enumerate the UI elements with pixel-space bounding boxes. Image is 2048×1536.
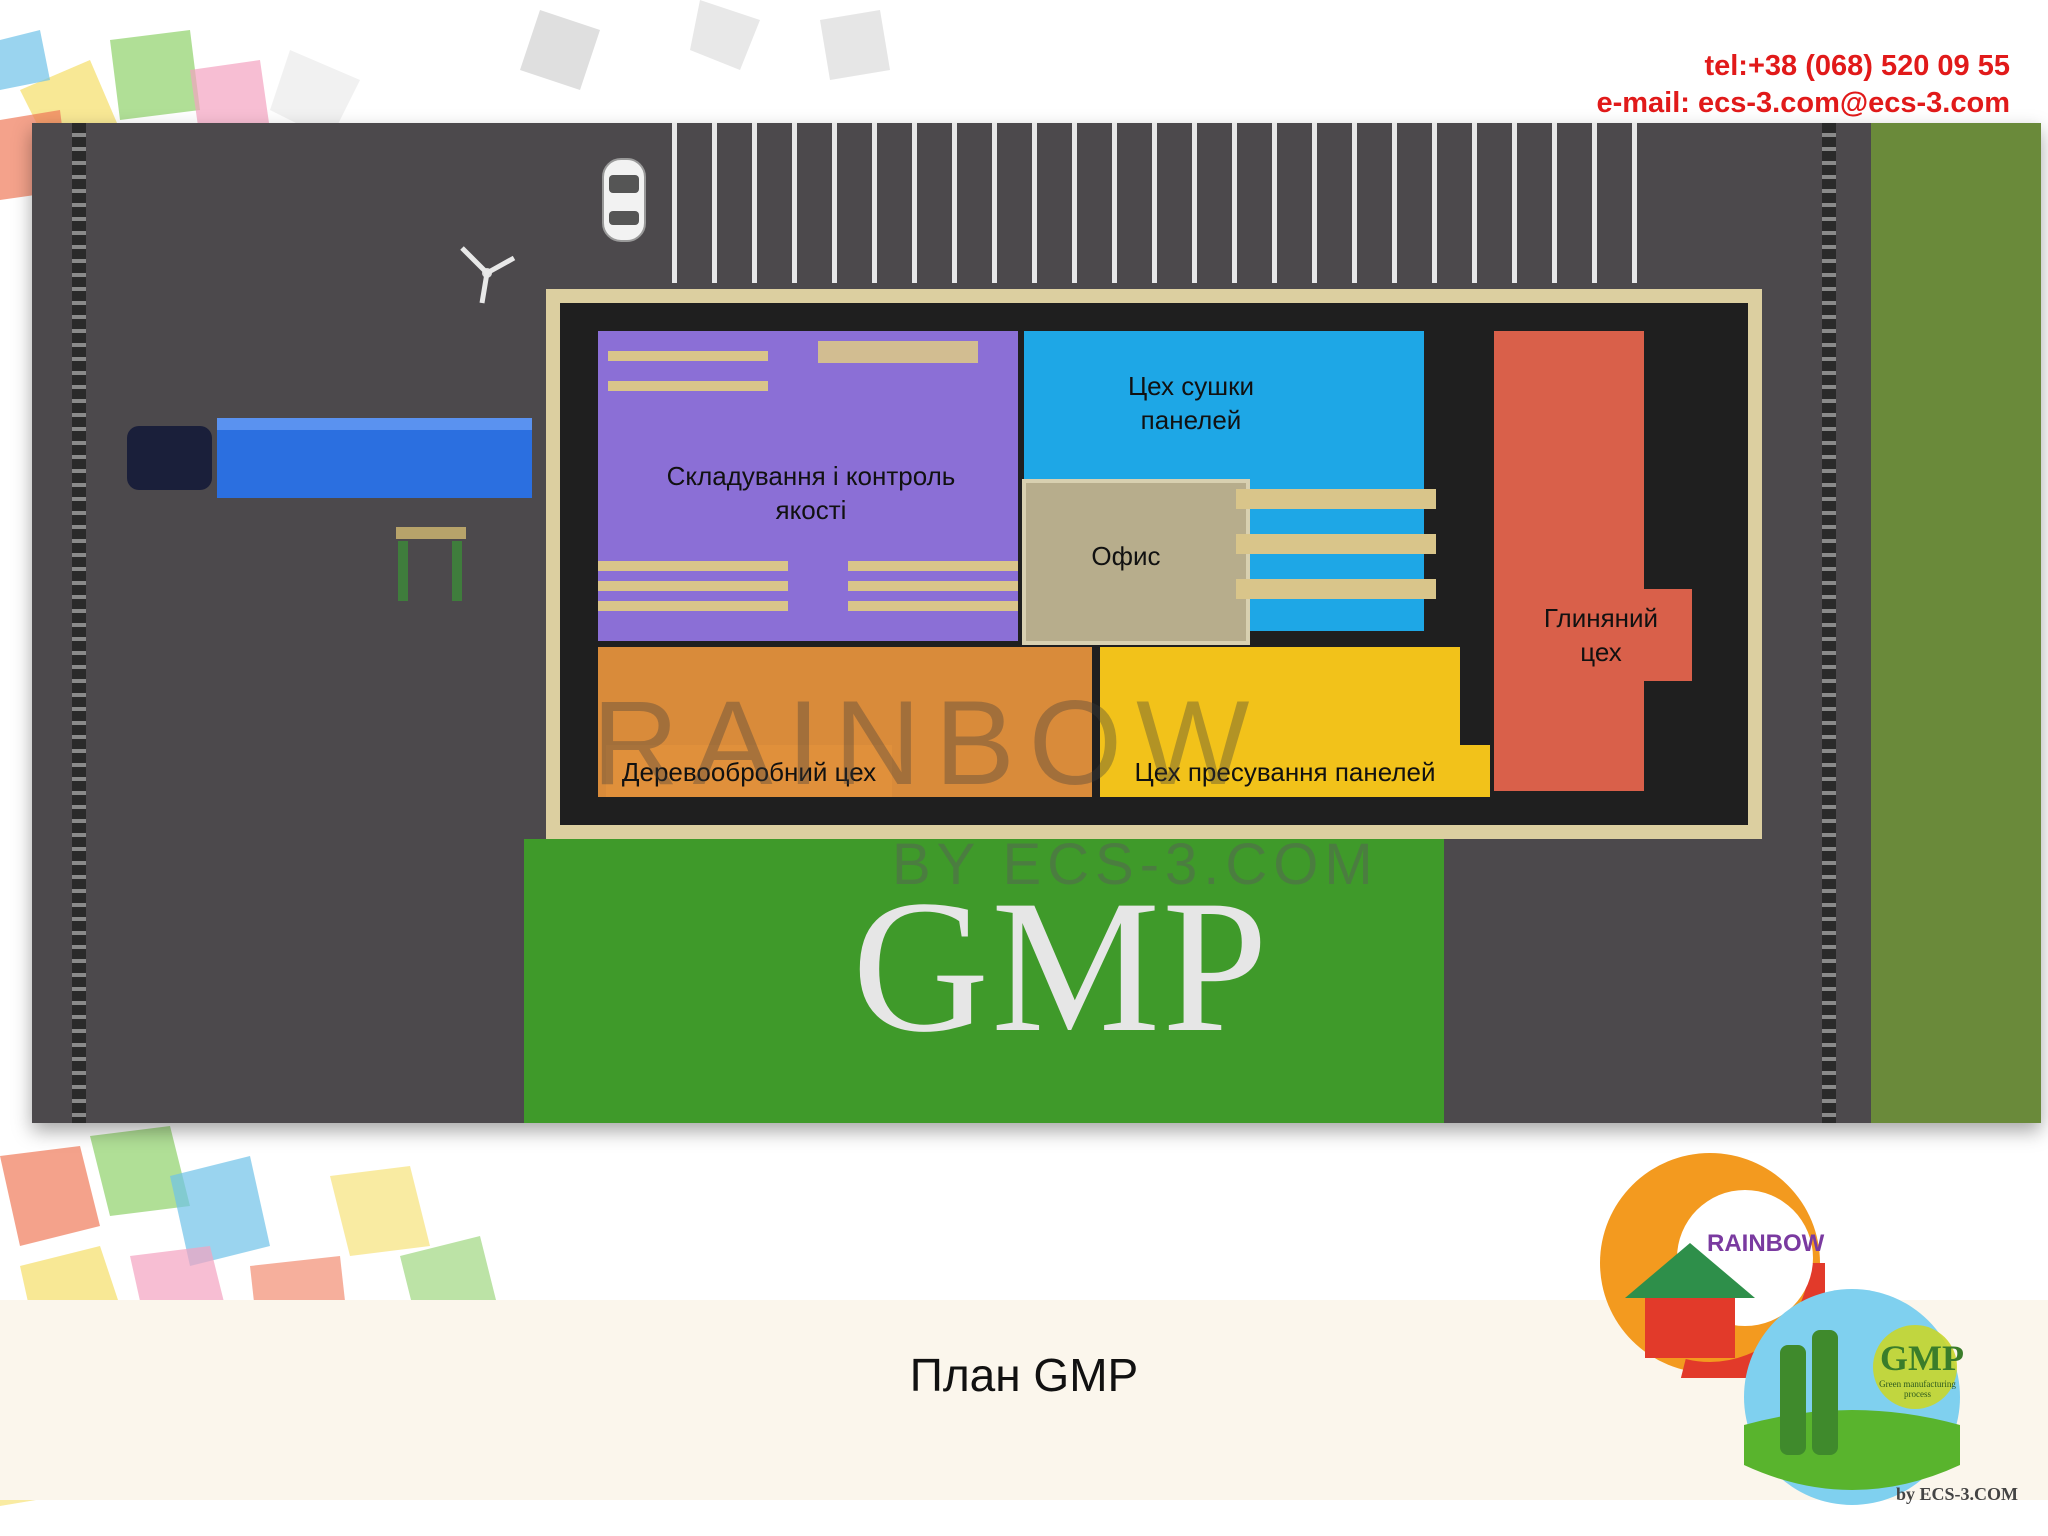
parking-line: [1072, 123, 1077, 283]
gmp-logo-text: GMP: [1880, 1338, 1964, 1378]
fence-left: [72, 123, 86, 1123]
parking-line: [1192, 123, 1197, 283]
room-clay-label-bg: [1506, 589, 1692, 681]
slide-caption: План GMP: [909, 1349, 1139, 1401]
watermark-text: RAINBOW: [592, 676, 1264, 810]
gmp-logo-subtext: Green manufacturing process: [1879, 1379, 1956, 1399]
room-woodworking-label-bg: [606, 745, 892, 797]
parking-line: [672, 123, 677, 283]
phone-text: tel:+38 (068) 520 09 55: [1704, 50, 2010, 82]
parking-line: [1592, 123, 1597, 283]
gmp-lawn-text: GMP: [852, 862, 1270, 1072]
rainbow-logo-graphic: [1589, 1142, 1831, 1384]
parking-line: [952, 123, 957, 283]
car-icon: [602, 158, 646, 242]
parking-line: [792, 123, 797, 283]
room-label-clay: Глиняний цех: [1543, 603, 1659, 667]
parking-line: [832, 123, 837, 283]
room-office: [1022, 479, 1250, 645]
parking-line: [1472, 123, 1477, 283]
parking-line: [1272, 123, 1277, 283]
email-text: e-mail: ecs-3.com@ecs-3.com: [1596, 87, 2010, 119]
parking-line: [1032, 123, 1037, 283]
parking-line: [1432, 123, 1437, 283]
parking-line: [872, 123, 877, 283]
room-label-pressing: Цех пресування панелей: [1134, 757, 1436, 787]
gmp-logo-graphic: [1744, 1289, 1960, 1505]
room-label-drying: Цех сушки панелей: [1127, 371, 1255, 435]
rainbow-logo: RAINBOW: [1589, 1142, 1831, 1384]
contact-info: tel:+38 (068) 520 09 55 e-mail: ecs-3.co…: [1596, 48, 2010, 122]
shelving-detail: [598, 341, 1018, 611]
decorative-shapes-top: [0, 0, 890, 200]
room-clay: [1494, 331, 1644, 791]
watermark-sub-text: BY ECS-3.COM: [892, 832, 1379, 897]
equipment-icon: [396, 527, 466, 601]
room-pressing-label-bg: [1100, 745, 1490, 797]
truck-icon: [127, 418, 532, 498]
parking-line: [1112, 123, 1117, 283]
parking-line: [1152, 123, 1157, 283]
parking-line: [992, 123, 997, 283]
rainbow-logo-text: RAINBOW: [1707, 1230, 1825, 1257]
drying-racks-detail: [1236, 489, 1436, 599]
parking-line: [1352, 123, 1357, 283]
wind-turbine-icon: [460, 246, 516, 304]
parking-line: [1392, 123, 1397, 283]
factory-plan-image: Складування і контроль якості Цех сушки …: [32, 123, 2041, 1123]
parking-line: [712, 123, 717, 283]
ecs-byline: by ECS-3.COM: [1896, 1484, 2019, 1504]
parking-line: [912, 123, 917, 283]
parking-line: [752, 123, 757, 283]
parking-line: [1232, 123, 1237, 283]
room-label-woodworking: Деревообробний цех: [621, 757, 877, 787]
parking-line: [1312, 123, 1317, 283]
parking-line: [1552, 123, 1557, 283]
room-label-storage: Складування і контроль якості: [666, 461, 956, 525]
grass-strip: [1871, 123, 2041, 1123]
gmp-lawn: [524, 839, 1444, 1123]
fence-right: [1822, 123, 1836, 1123]
room-label-office: Офис: [1091, 541, 1161, 571]
parking-line: [1632, 123, 1637, 283]
parking-line: [1512, 123, 1517, 283]
gmp-logo: GMP Green manufacturing process: [1740, 1285, 1965, 1510]
factory-building: Складування і контроль якості Цех сушки …: [546, 289, 1762, 839]
